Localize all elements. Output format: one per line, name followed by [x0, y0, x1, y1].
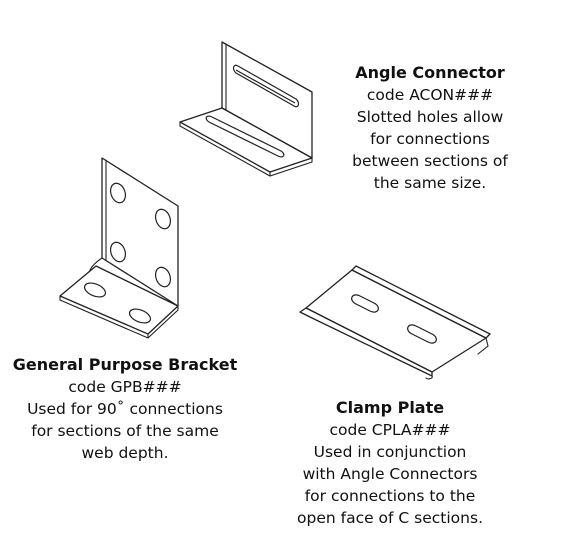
angle-connector-line: the same size.	[373, 174, 487, 192]
clamp-plate-title: Clamp Plate	[335, 398, 445, 417]
clamp-plate-code: code CPLA###	[329, 421, 451, 439]
angle-connector-line: for connections	[370, 130, 490, 148]
angle-connector-line: Slotted holes allow	[356, 108, 504, 126]
angle-connector-caption: Angle Connector code ACON### Slotted hol…	[330, 62, 530, 194]
general-purpose-bracket-title: General Purpose Bracket	[12, 355, 238, 374]
clamp-plate-line: for connections to the	[304, 487, 476, 505]
clamp-plate-line: open face of C sections.	[297, 509, 483, 527]
clamp-plate-line: Used in conjunction	[313, 443, 467, 461]
general-purpose-bracket-line: for sections of the same	[31, 422, 219, 440]
general-purpose-bracket-code: code GPB###	[68, 378, 182, 396]
angle-connector-drawing	[179, 41, 313, 177]
clamp-plate-line: with Angle Connectors	[302, 465, 478, 483]
general-purpose-bracket-caption: General Purpose Bracket code GPB### Used…	[0, 354, 250, 464]
general-purpose-bracket-line: Used for 90˚ connections	[27, 400, 223, 418]
clamp-plate-drawing	[299, 265, 491, 380]
clamp-plate-caption: Clamp Plate code CPLA### Used in conjunc…	[270, 397, 510, 529]
angle-connector-code: code ACON###	[366, 86, 494, 104]
angle-connector-line: between sections of	[352, 152, 508, 170]
general-purpose-bracket-line: web depth.	[81, 444, 169, 462]
general-purpose-bracket-drawing	[59, 157, 179, 339]
angle-connector-title: Angle Connector	[355, 63, 505, 82]
